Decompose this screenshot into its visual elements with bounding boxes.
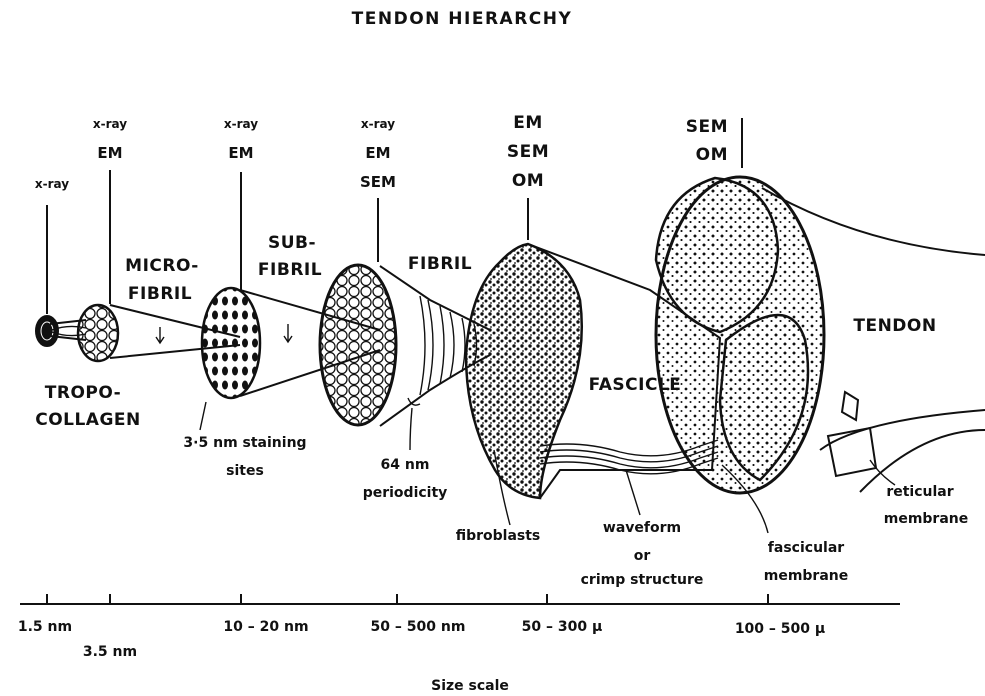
label-subfibril-2: FIBRIL	[258, 260, 322, 280]
label-tropocollagen-1: TROPO-	[45, 383, 121, 403]
annotation-fibroblasts: fibroblasts	[456, 528, 541, 544]
method-fibril-1: x-ray	[361, 117, 395, 131]
method-labels: x-ray x-ray EM x-ray EM x-ray EM SEM EM …	[35, 113, 728, 191]
method-tendon-1: SEM	[686, 117, 728, 137]
diagram-title: TENDON HIERARCHY	[352, 9, 573, 29]
annotation-reticular-membrane-1: reticular	[886, 484, 953, 500]
method-subfibril-2: EM	[228, 144, 253, 162]
label-microfibril-2: FIBRIL	[128, 284, 192, 304]
annotation-reticular-membrane-2: membrane	[884, 511, 969, 527]
label-fascicle: FASCICLE	[589, 375, 682, 395]
scale-label-4: 50 – 500 nm	[371, 619, 466, 635]
label-microfibril-1: MICRO-	[125, 256, 199, 276]
annotation-staining-sites-1: 3·5 nm staining	[183, 435, 306, 451]
annotation-waveform-3: crimp structure	[581, 572, 704, 588]
method-fascicle-2: SEM	[507, 142, 549, 162]
label-tropocollagen-2: COLLAGEN	[35, 410, 141, 430]
label-fibril: FIBRIL	[408, 254, 472, 274]
method-microfibril-1: x-ray	[93, 117, 127, 131]
annotations: 3·5 nm staining sites 64 nm periodicity …	[183, 435, 968, 588]
scale-label-6: 100 – 500 μ	[735, 621, 825, 637]
scale-caption: Size scale	[431, 678, 509, 694]
method-fibril-3: SEM	[360, 173, 396, 191]
method-tropocollagen-1: x-ray	[35, 177, 69, 191]
annotation-staining-sites-2: sites	[226, 463, 264, 479]
method-fascicle-1: EM	[513, 113, 543, 133]
scale-label-5: 50 – 300 μ	[522, 619, 603, 635]
annotation-periodicity-2: periodicity	[363, 485, 448, 501]
annotation-fascicular-membrane-1: fascicular	[768, 540, 844, 556]
method-subfibril-1: x-ray	[224, 117, 258, 131]
scale-label-2: 3.5 nm	[83, 644, 137, 660]
tendon-structure	[656, 177, 876, 493]
annotation-waveform-1: waveform	[603, 520, 681, 536]
method-fibril-2: EM	[365, 144, 390, 162]
label-tendon: TENDON	[853, 316, 936, 336]
scale-label-1: 1.5 nm	[18, 619, 72, 635]
scale-label-3: 10 – 20 nm	[223, 619, 308, 635]
annotation-periodicity-1: 64 nm	[381, 457, 430, 473]
size-scale: 1.5 nm 3.5 nm 10 – 20 nm 50 – 500 nm 50 …	[18, 594, 900, 694]
annotation-fascicular-membrane-2: membrane	[764, 568, 849, 584]
method-microfibril-2: EM	[97, 144, 122, 162]
method-fascicle-3: OM	[512, 171, 544, 191]
annotation-waveform-2: or	[634, 548, 651, 564]
method-tendon-2: OM	[696, 145, 728, 165]
label-subfibril-1: SUB-	[268, 233, 316, 253]
fibril-structure	[320, 265, 490, 426]
